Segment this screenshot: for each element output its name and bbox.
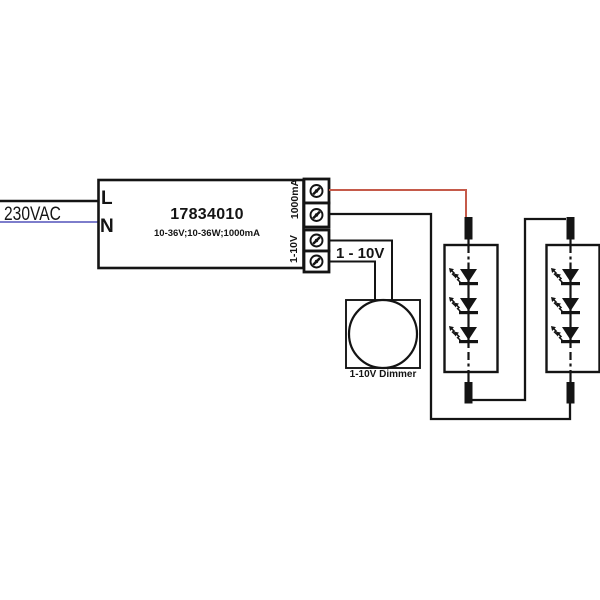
output-terminal-label: 1000mA bbox=[288, 178, 301, 220]
led-strip-1 bbox=[445, 217, 498, 404]
dimmer-label: 1-10V Dimmer bbox=[349, 369, 417, 380]
terminal-block-output bbox=[302, 177, 331, 229]
driver-model-label: 17834010 bbox=[170, 206, 244, 223]
terminal-block-dim bbox=[302, 228, 331, 274]
dim-wire-label: 1 - 10V bbox=[336, 245, 385, 262]
wire-dim-1 bbox=[329, 239, 393, 301]
dim-terminal-label: 1-10V bbox=[287, 234, 300, 264]
wire-led-return bbox=[329, 212, 572, 421]
led-strip-2 bbox=[547, 217, 600, 404]
driver-box bbox=[97, 178, 305, 270]
wire-led-positive bbox=[329, 189, 467, 218]
dimmer-symbol bbox=[345, 298, 421, 370]
line-terminal-label: L bbox=[101, 188, 113, 209]
mains-voltage-label: 230VAC bbox=[4, 204, 61, 225]
neutral-terminal-label: N bbox=[100, 216, 114, 237]
wire-dim-2 bbox=[329, 260, 376, 301]
driver-specs-label: 10-36V;10-36W;1000mA bbox=[154, 228, 260, 239]
dimmer-knob bbox=[347, 298, 419, 370]
wire-strip1-to-strip2 bbox=[468, 217, 566, 402]
